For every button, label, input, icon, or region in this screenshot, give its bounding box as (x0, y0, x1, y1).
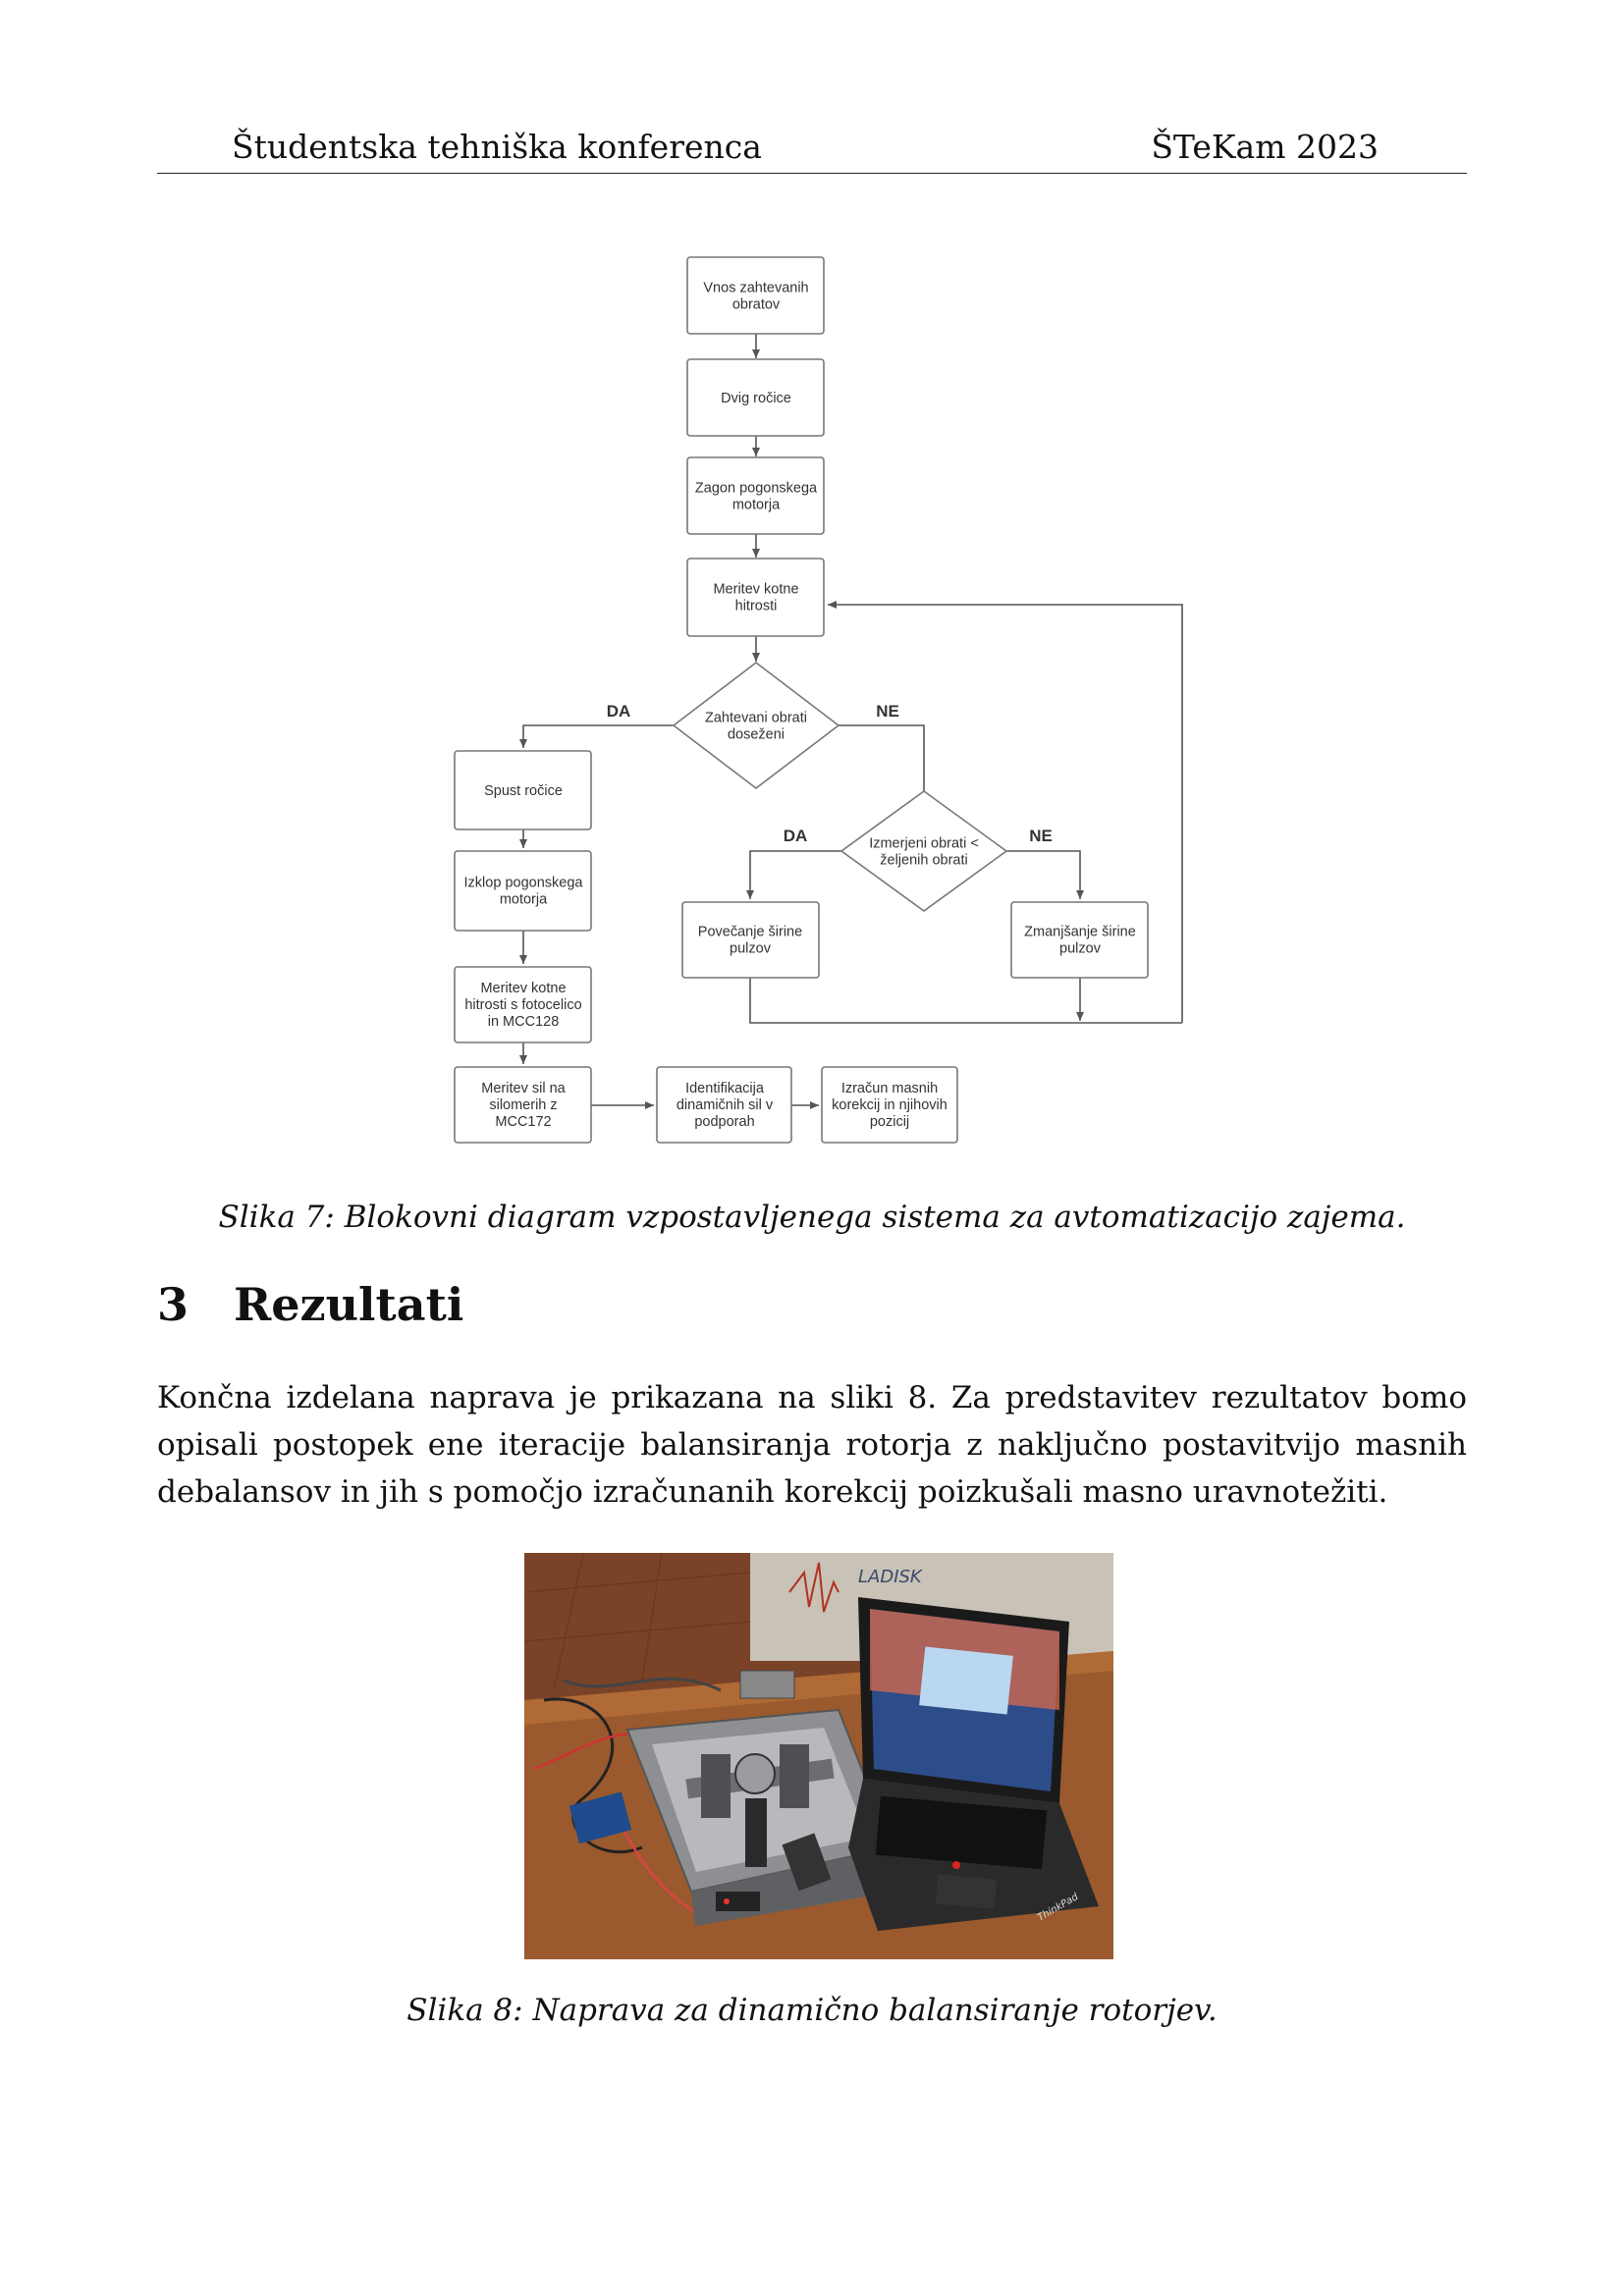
branch-label-yes: DA (607, 702, 631, 721)
node-label-line: Izračun masnih (841, 1081, 938, 1096)
device-photo-illustration: LADISK ThinkPad (524, 1553, 1113, 1959)
decision-label: Izmerjeni obrati <željenih obrati (869, 836, 979, 869)
node-label: Dvig ročice (721, 391, 791, 406)
node-label-line: obratov (732, 297, 781, 313)
flow-node-lower-lever: Spust ročice (454, 750, 592, 830)
section-number: 3 (157, 1278, 189, 1331)
node-label-line: Zagon pogonskega (695, 481, 818, 497)
node-label-line: korekcij in njihovih (832, 1097, 947, 1113)
wall-logo-text: LADISK (858, 1567, 923, 1587)
node-label-line: motorja (500, 892, 548, 908)
node-label-line: Meritev kotne (480, 981, 566, 996)
node-label-line: dinamičnih sil v (677, 1097, 774, 1113)
figure-7-caption: Slika 7: Blokovni diagram vzpostavljeneg… (218, 1200, 1406, 1235)
node-label-line: Dvig ročice (721, 391, 791, 406)
node-label-line: silomerih z (489, 1097, 557, 1113)
node-label-line: Izmerjeni obrati < (869, 836, 979, 852)
node-label-line: Vnos zahtevanih (703, 281, 808, 296)
node-label-line: MCC172 (495, 1114, 551, 1130)
node-label-line: hitrosti s fotocelico (464, 997, 581, 1013)
node-label-line: pulzov (1059, 941, 1102, 957)
node-label-line: Zahtevani obrati (705, 711, 807, 726)
node-label-line: Izklop pogonskega (464, 876, 584, 891)
node-label-line: podporah (694, 1114, 754, 1130)
node-label-line: Spust ročice (484, 783, 563, 799)
node-label-line: Povečanje širine (698, 925, 802, 940)
node-label-line: pozicij (870, 1114, 909, 1130)
branch-label-yes: DA (784, 827, 808, 845)
node-label-line: Meritev sil na (481, 1081, 566, 1096)
header-conference-short: ŠTeKam 2023 (1151, 128, 1379, 166)
node-label: Spust ročice (484, 783, 563, 799)
node-label-line: Identifikacija (685, 1081, 765, 1096)
node-label-line: pulzov (730, 941, 772, 957)
flow-decision-rpm-lower: Izmerjeni obrati <željenih obrati (839, 790, 1008, 912)
flow-connectors (519, 334, 1183, 1109)
node-label-line: motorja (732, 498, 781, 513)
node-label-line: Zmanjšanje širine (1024, 925, 1136, 940)
section-title: Rezultati (234, 1278, 464, 1331)
device-photo: LADISK ThinkPad (524, 1553, 1113, 1959)
figure-8-caption: Slika 8: Naprava za dinamično balansiran… (406, 1993, 1218, 2028)
node-label-line: in MCC128 (488, 1014, 560, 1030)
page-header: Študentska tehniška konferenca ŠTeKam 20… (157, 128, 1467, 174)
node-label-line: hitrosti (735, 599, 778, 614)
branch-label-no: NE (1029, 827, 1053, 845)
section-heading: 3 Rezultati (157, 1278, 463, 1331)
header-conference-name: Študentska tehniška konferenca (232, 128, 762, 166)
node-label-line: željenih obrati (880, 853, 967, 869)
branch-label-no: NE (876, 702, 899, 721)
results-paragraph: Končna izdelana naprava je prikazana na … (157, 1380, 1467, 1510)
node-label-line: Meritev kotne (713, 582, 798, 598)
flow-node-raise-lever: Dvig ročice (686, 358, 825, 437)
node-label-line: doseženi (728, 727, 785, 743)
